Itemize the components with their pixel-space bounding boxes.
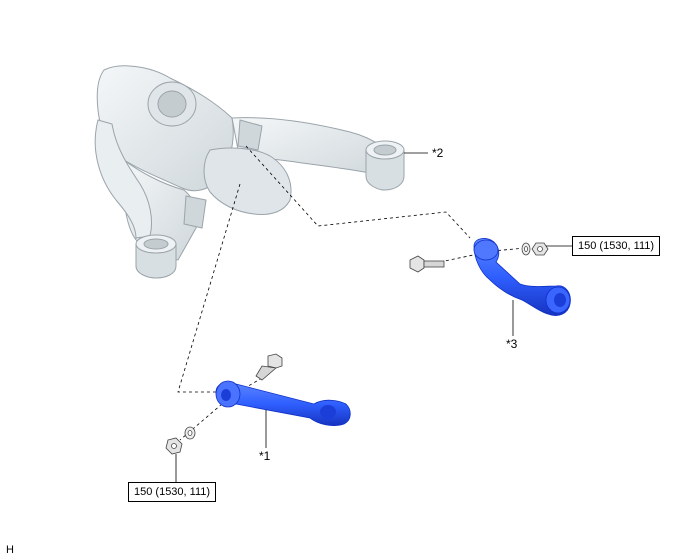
callout-part-2: *2 bbox=[432, 146, 444, 160]
suspension-arm-3 bbox=[473, 238, 571, 316]
assembly-leader-lines bbox=[177, 145, 527, 441]
illustration-code: H bbox=[6, 544, 14, 556]
bolt-icon bbox=[409, 255, 445, 273]
torque-spec-upper: 150 (1530, 111) bbox=[572, 236, 661, 256]
washer-icon bbox=[184, 426, 196, 440]
nut-icon bbox=[165, 437, 183, 455]
callout-leaders bbox=[175, 152, 572, 482]
bolt-icon bbox=[255, 353, 283, 381]
torque-spec-lower: 150 (1530, 111) bbox=[128, 482, 217, 502]
suspension-subframe bbox=[94, 65, 405, 279]
nut-icon bbox=[531, 242, 549, 256]
callout-part-3: *3 bbox=[506, 337, 518, 351]
suspension-arm-1 bbox=[215, 380, 351, 426]
callout-part-1: *1 bbox=[259, 449, 271, 463]
washer-icon bbox=[521, 242, 531, 256]
